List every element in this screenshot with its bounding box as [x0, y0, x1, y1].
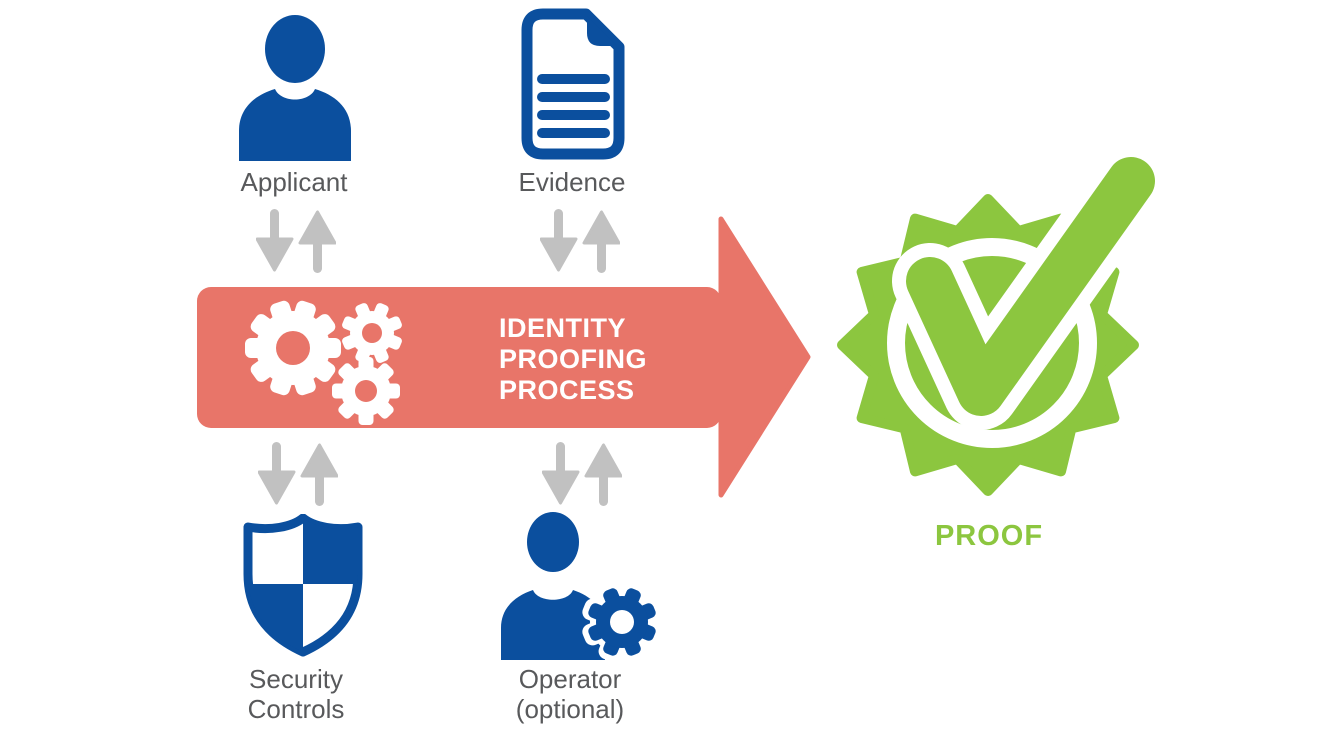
evidence-node	[516, 7, 630, 161]
operator-node	[487, 512, 663, 660]
down-arrow-icon	[542, 442, 580, 505]
security-controls-label: Security Controls	[247, 664, 345, 724]
person-gear-icon	[501, 512, 662, 660]
proof-badge	[835, 140, 1175, 520]
evidence-label: Evidence	[518, 167, 626, 197]
arrow-pair-security	[258, 442, 338, 506]
up-arrow-icon	[582, 210, 620, 273]
arrow-pair-operator	[542, 442, 622, 506]
seal-checkmark-icon	[837, 143, 1169, 496]
arrow-pair-evidence	[540, 209, 620, 273]
operator-label: Operator (optional)	[515, 664, 625, 724]
gears-icon	[245, 300, 402, 425]
security-controls-node	[240, 514, 366, 658]
person-icon	[239, 15, 351, 161]
applicant-label: Applicant	[240, 167, 348, 197]
down-arrow-icon	[258, 442, 296, 505]
up-arrow-icon	[298, 210, 336, 273]
shield-icon	[243, 514, 363, 657]
up-arrow-icon	[584, 443, 622, 506]
down-arrow-icon	[540, 209, 578, 272]
arrow-pair-applicant	[256, 209, 336, 273]
process-arrow-shape	[197, 216, 811, 498]
up-arrow-icon	[300, 443, 338, 506]
document-icon	[521, 8, 625, 160]
applicant-node	[233, 13, 357, 161]
process-arrow-label: IDENTITY PROOFING PROCESS	[499, 313, 648, 405]
process-arrow	[195, 215, 815, 505]
proof-label: PROOF	[934, 520, 1044, 552]
down-arrow-icon	[256, 209, 294, 272]
